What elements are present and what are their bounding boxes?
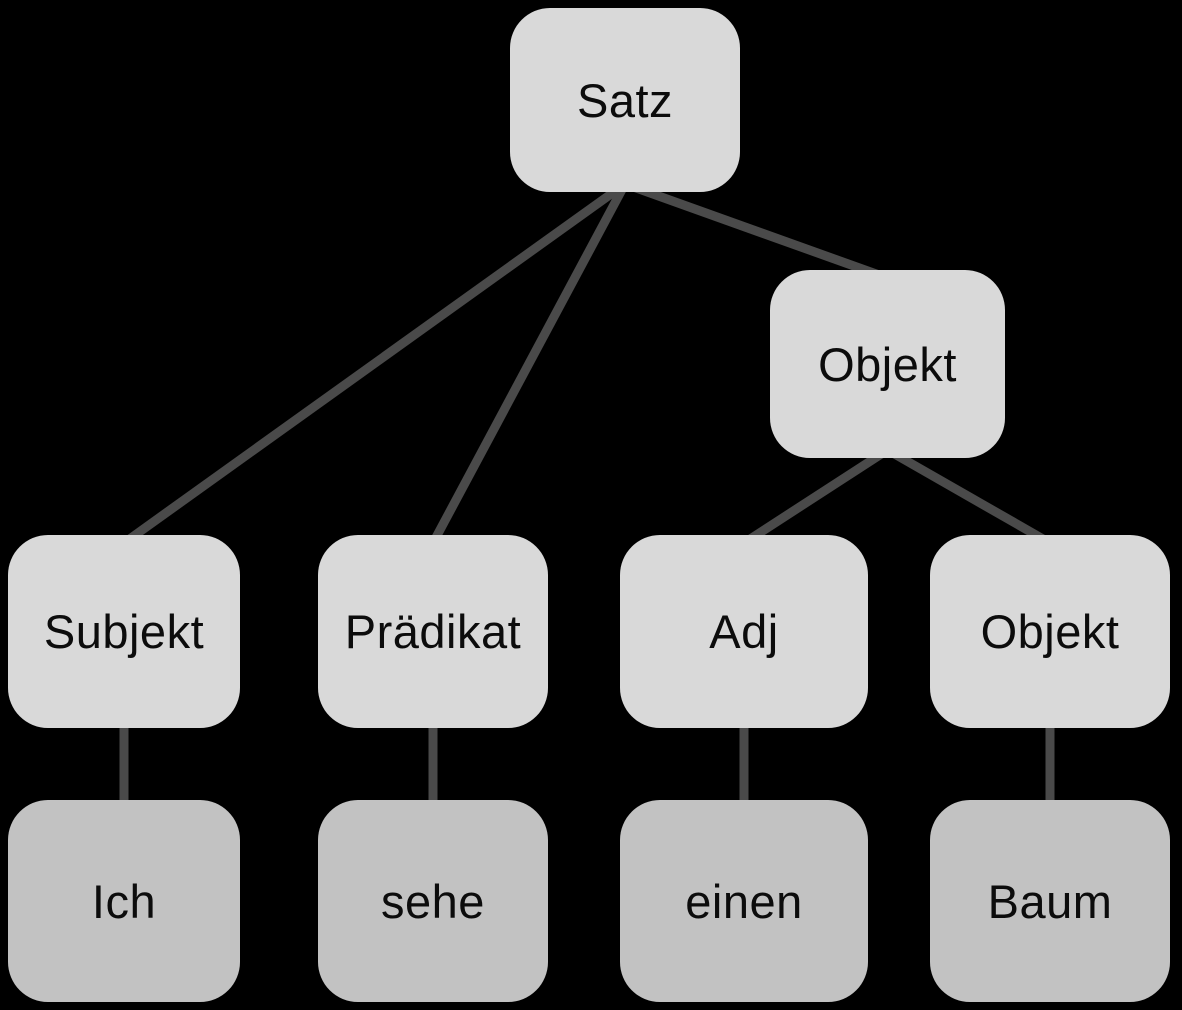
node-label-ich: Ich — [91, 874, 157, 928]
tree-node-adj: Adj — [620, 535, 868, 728]
tree-node-satz: Satz — [510, 8, 740, 192]
node-label-satz: Satz — [576, 73, 674, 127]
tree-node-praedikat: Prädikat — [318, 535, 548, 728]
edge-satz-objekt1 — [623, 179, 890, 283]
node-label-einen: einen — [685, 874, 803, 928]
node-label-objekt2: Objekt — [980, 605, 1120, 658]
edge-objekt1-objekt2 — [885, 446, 1053, 547]
node-label-baum: Baum — [987, 874, 1113, 928]
node-label-adj: Adj — [709, 605, 779, 658]
node-label-praedikat: Prädikat — [344, 605, 522, 658]
tree-node-subjekt: Subjekt — [8, 535, 240, 728]
tree-node-baum: Baum — [930, 800, 1170, 1002]
node-label-objekt1: Objekt — [818, 337, 957, 391]
node-label-subjekt: Subjekt — [43, 605, 205, 658]
tree-node-sehe: sehe — [318, 800, 548, 1002]
tree-node-objekt2: Objekt — [930, 535, 1170, 728]
edge-satz-praedikat — [429, 181, 629, 546]
edge-objekt1-adj — [741, 446, 890, 547]
edge-satz-subjekt — [121, 180, 628, 547]
node-label-sehe: sehe — [381, 874, 485, 928]
tree-node-ich: Ich — [8, 800, 240, 1002]
tree-node-objekt1: Objekt — [770, 270, 1005, 458]
tree-node-einen: einen — [620, 800, 868, 1002]
